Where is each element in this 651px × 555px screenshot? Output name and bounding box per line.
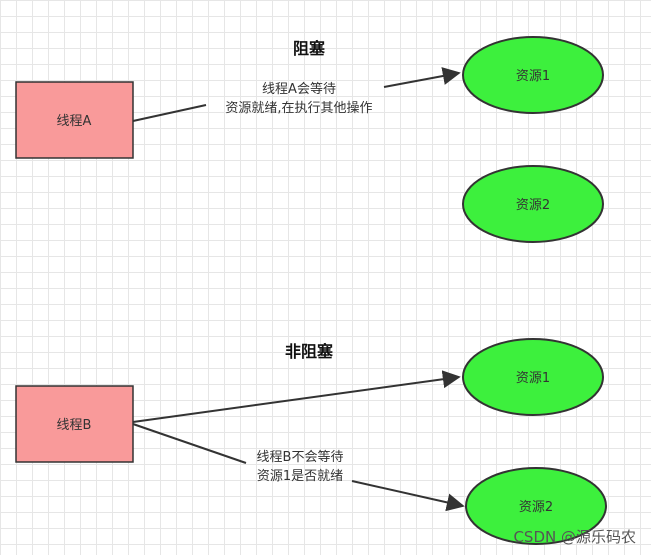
nonblocking-resource2-label: 资源2 [519, 500, 553, 515]
blocking-resource2-label: 资源2 [516, 198, 550, 213]
edge-b-to-resource2-part2 [351, 480, 465, 512]
nonblocking-title: 非阻塞 [285, 342, 334, 361]
csdn-watermark: CSDN @源乐码农 [513, 528, 636, 546]
thread-a-node[interactable] [15, 81, 134, 159]
edge-b-label-line2: 资源1是否就绪 [257, 469, 343, 484]
edge-a-label-line1: 线程A会等待 [262, 81, 336, 97]
edge-b-label-line1: 线程B不会等待 [257, 449, 344, 465]
nonblocking-resource1-node[interactable] [462, 338, 604, 416]
blocking-resource1-label: 资源1 [516, 69, 550, 84]
thread-a-label: 线程A [57, 114, 92, 129]
blocking-resource2-node[interactable] [462, 165, 604, 243]
edge-a-to-resource1-part1 [132, 104, 207, 122]
nonblocking-resource1-label: 资源1 [516, 371, 550, 386]
blocking-title: 阻塞 [293, 39, 326, 58]
edge-b-to-resource1 [132, 370, 461, 423]
blocking-resource1-node[interactable] [462, 36, 604, 114]
thread-b-node[interactable] [15, 385, 134, 463]
edge-a-to-resource1-part2 [383, 67, 461, 88]
nonblocking-resource2-node[interactable] [465, 467, 607, 545]
edge-a-label-line2: 资源就绪,在执行其他操作 [225, 100, 372, 116]
thread-b-label: 线程B [57, 418, 92, 433]
edge-b-to-resource2-part1 [132, 423, 247, 464]
